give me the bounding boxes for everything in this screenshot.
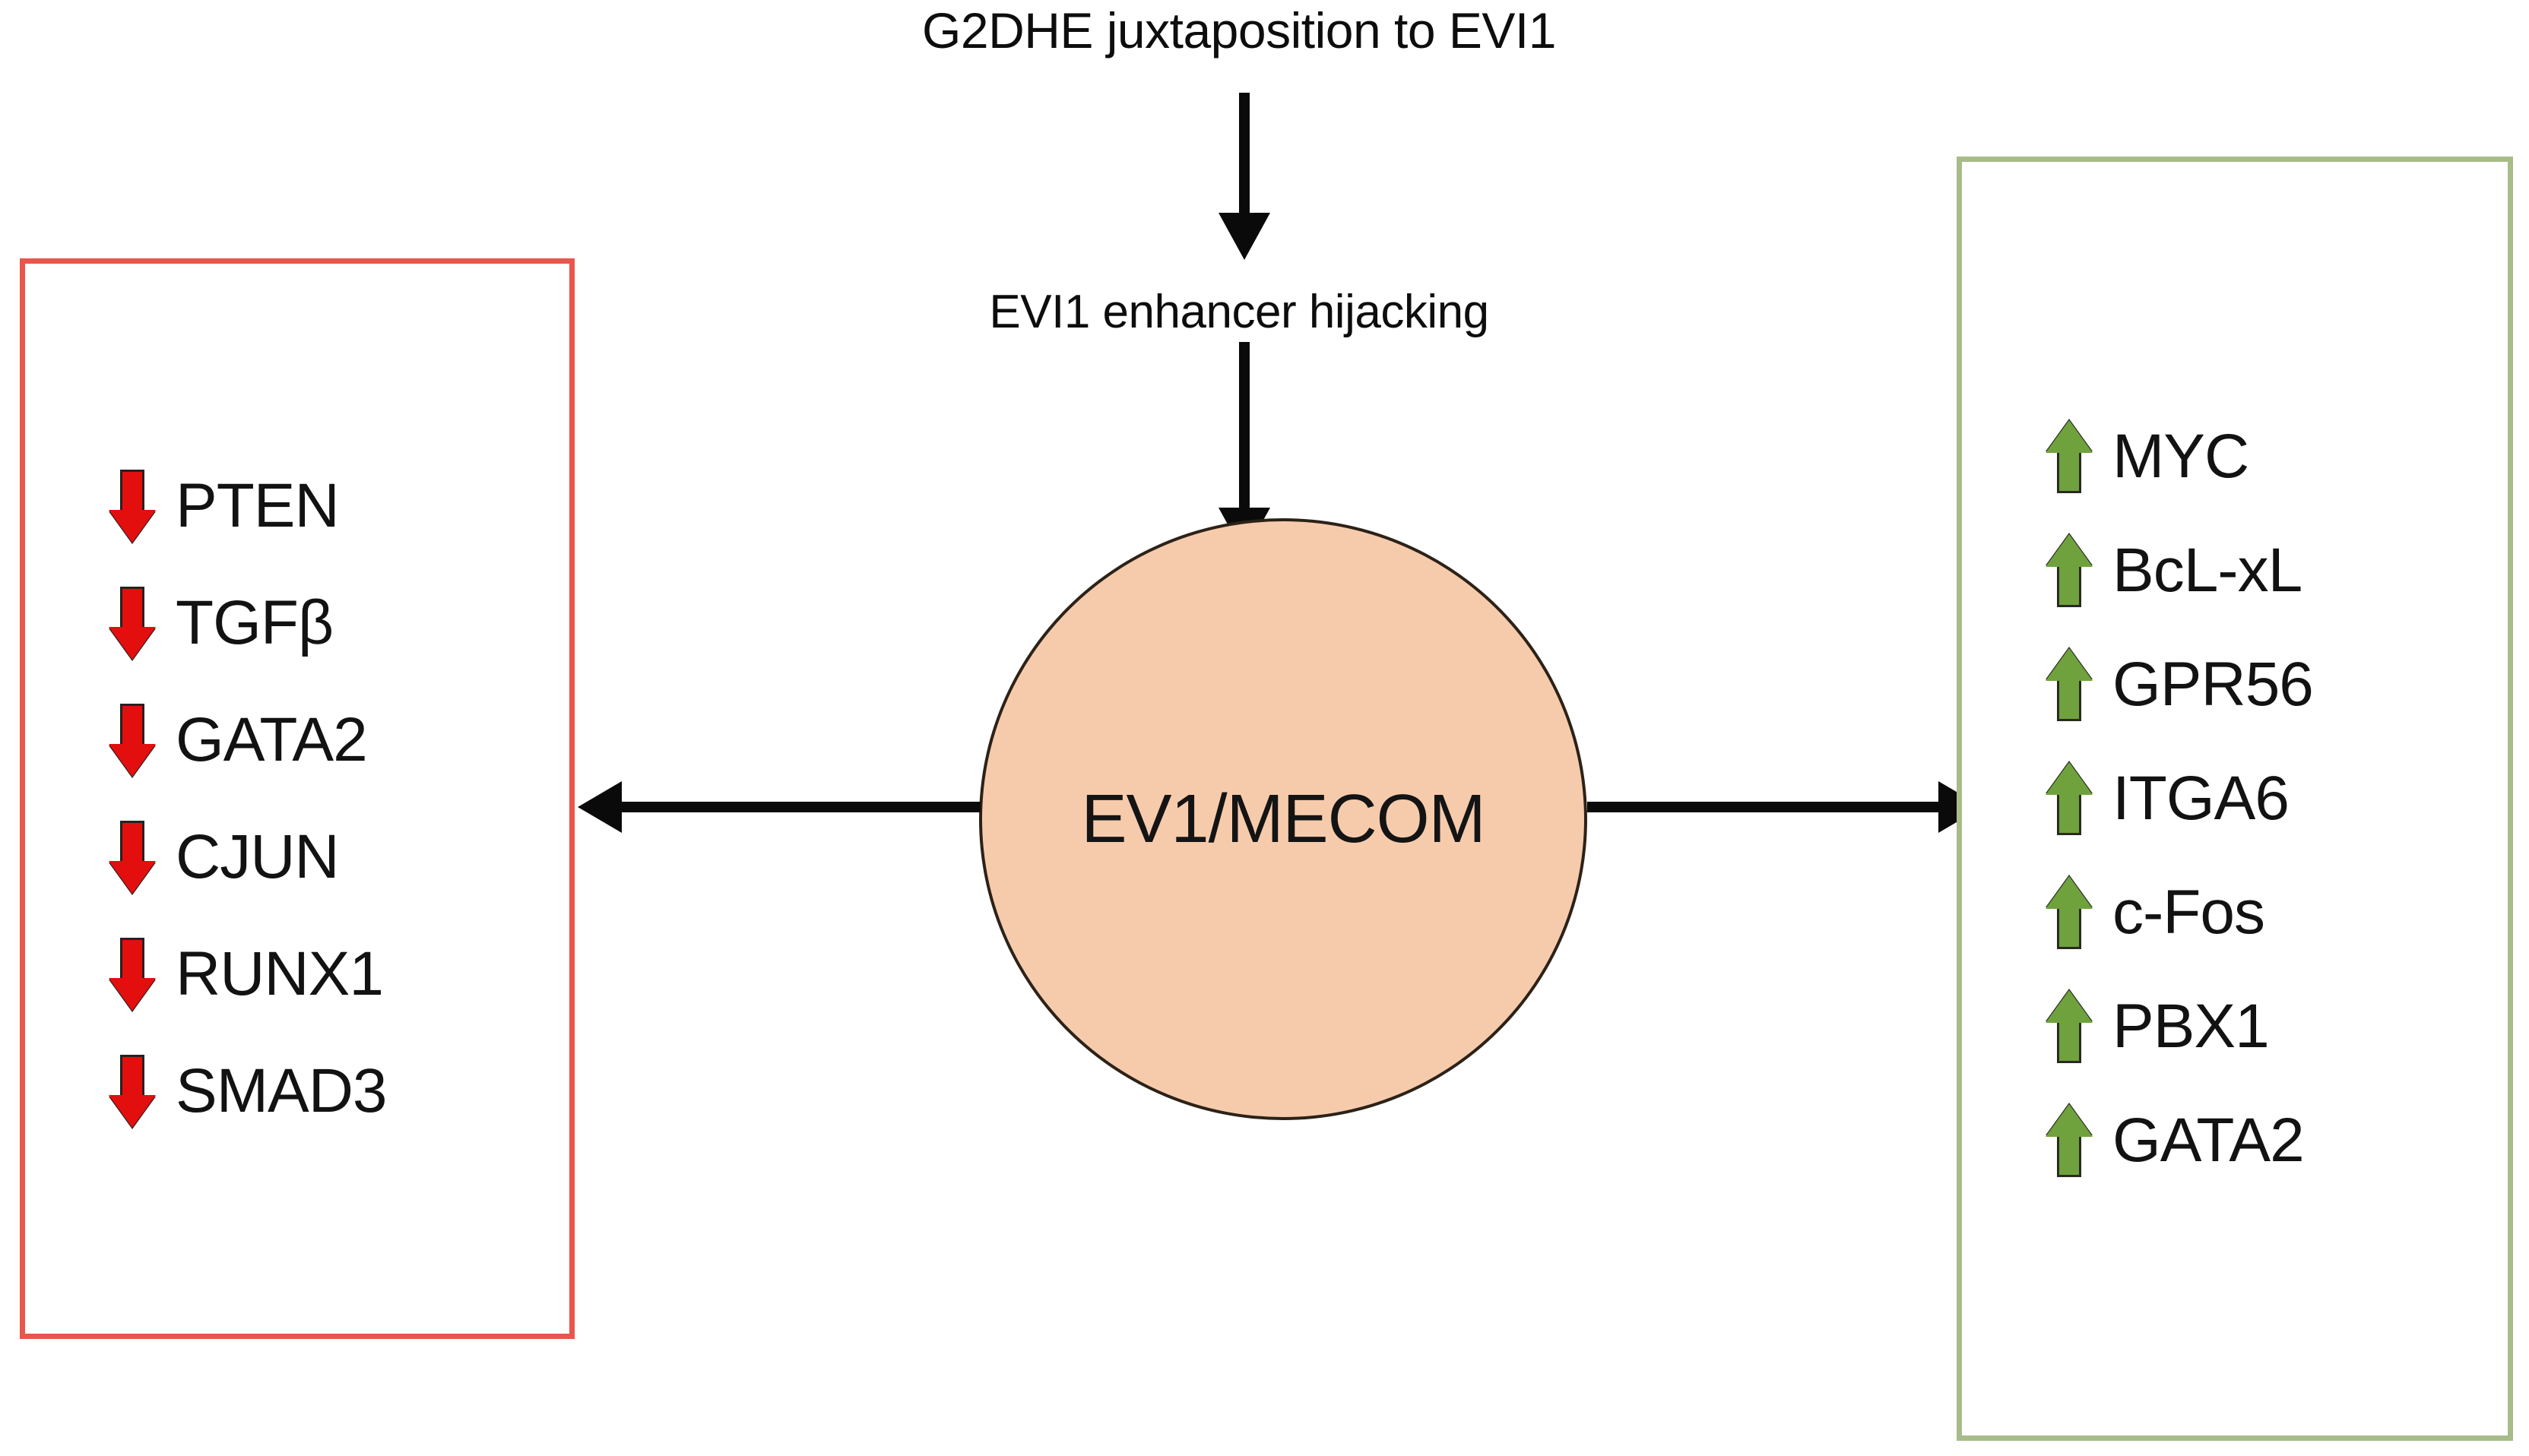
arrow-shaft (1239, 93, 1250, 214)
arrow-head (2046, 420, 2093, 453)
arrow-up-icon (2046, 762, 2093, 835)
arrow-head (109, 978, 156, 1011)
arrow-down-icon (109, 1055, 156, 1128)
arrow-head (2046, 990, 2093, 1023)
arrow-shaft (120, 938, 144, 982)
gene-row: CJUN (25, 821, 569, 894)
gene-label: TGFβ (176, 588, 334, 657)
gene-label: PBX1 (2112, 992, 2270, 1061)
gene-label: ITGA6 (2112, 764, 2290, 833)
arrow-shaft (2057, 563, 2081, 607)
arrow-shaft (120, 587, 144, 631)
gene-row: SMAD3 (25, 1055, 569, 1128)
arrow-head (2046, 876, 2093, 909)
gene-row: GATA2 (1962, 1104, 2508, 1177)
gene-label: CJUN (176, 822, 340, 891)
arrow-down-icon (109, 821, 156, 894)
arrow-head (109, 1095, 156, 1128)
arrow-shaft (2057, 449, 2081, 493)
arrow-shaft (2057, 1133, 2081, 1177)
arrow-shaft (120, 821, 144, 865)
gene-row: c-Fos (1962, 876, 2508, 949)
gene-label: RUNX1 (176, 939, 384, 1008)
gene-label: GPR56 (2112, 650, 2314, 719)
gene-row: TGFβ (25, 587, 569, 660)
flow-step-1-label: G2DHE juxtaposition to EVI1 (922, 2, 1556, 59)
gene-row: ITGA6 (1962, 762, 2508, 835)
arrow-head (2046, 648, 2093, 681)
arrow-head (1219, 213, 1270, 260)
arrow-shaft (1239, 342, 1250, 509)
arrow-head (2046, 762, 2093, 795)
arrow-up-icon (2046, 534, 2093, 607)
arrow-head (2046, 534, 2093, 567)
arrow-shaft (2057, 905, 2081, 949)
arrow-shaft (120, 1055, 144, 1099)
arrow-head (109, 861, 156, 894)
arrow-up-icon (2046, 876, 2093, 949)
arrow-down-icon (109, 704, 156, 777)
gene-label: SMAD3 (176, 1056, 388, 1125)
gene-label: GATA2 (176, 705, 368, 774)
arrow-shaft (120, 704, 144, 748)
gene-row: GPR56 (1962, 648, 2508, 721)
mecom-hub-node: EV1/MECOM (979, 518, 1587, 1120)
gene-row: RUNX1 (25, 938, 569, 1011)
arrow-down-icon (109, 587, 156, 660)
arrow-head (109, 744, 156, 777)
arrow-shaft (2057, 791, 2081, 835)
arrow-shaft (1587, 802, 1943, 812)
arrow-up-icon (2046, 648, 2093, 721)
gene-label: BcL-xL (2112, 536, 2302, 605)
gene-row: PBX1 (1962, 990, 2508, 1063)
gene-label: PTEN (176, 471, 340, 540)
arrow-head (109, 510, 156, 543)
arrow-up-icon (2046, 420, 2093, 493)
gene-row: PTEN (25, 470, 569, 543)
gene-label: MYC (2112, 422, 2249, 491)
flow-step-2-label: EVI1 enhancer hijacking (989, 286, 1489, 338)
arrow-head (109, 627, 156, 660)
gene-row: BcL-xL (1962, 534, 2508, 607)
gene-row: MYC (1962, 420, 2508, 493)
arrow-down-icon (109, 938, 156, 1011)
arrow-up-icon (2046, 1104, 2093, 1177)
gene-row: GATA2 (25, 704, 569, 777)
arrow-up-icon (2046, 990, 2093, 1063)
arrow-head (2046, 1104, 2093, 1137)
arrow-shaft (2057, 1019, 2081, 1063)
arrow-shaft (120, 470, 144, 514)
arrow-head (578, 781, 622, 833)
gene-label: GATA2 (2112, 1106, 2305, 1175)
arrow-down-icon (109, 470, 156, 543)
gene-label: c-Fos (2112, 878, 2265, 947)
mecom-hub-label: EV1/MECOM (1081, 780, 1485, 857)
arrow-shaft (617, 802, 981, 812)
arrow-shaft (2057, 677, 2081, 721)
